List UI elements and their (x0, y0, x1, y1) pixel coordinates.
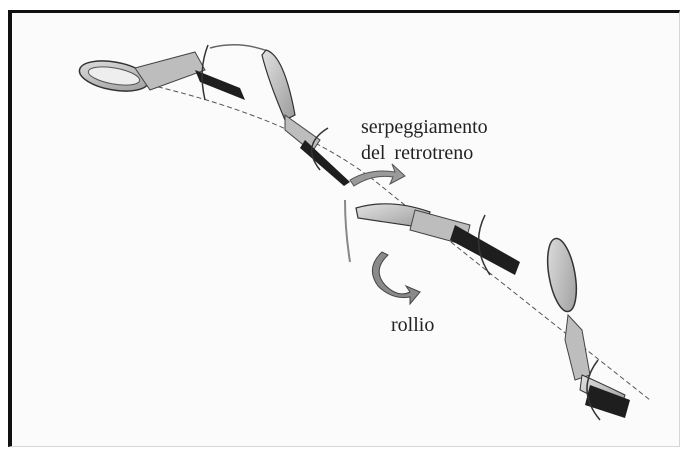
vehicle-position-4 (543, 236, 630, 420)
vehicle-position-3 (345, 200, 520, 275)
vehicle-position-2 (262, 50, 350, 186)
roll-arrow-icon (372, 252, 420, 304)
yaw-label-line1: serpeggiamento (361, 115, 488, 139)
yaw-label-line2: del retrotreno (361, 141, 473, 165)
vehicle-position-1 (77, 45, 270, 100)
roll-label: rollio (391, 313, 434, 337)
